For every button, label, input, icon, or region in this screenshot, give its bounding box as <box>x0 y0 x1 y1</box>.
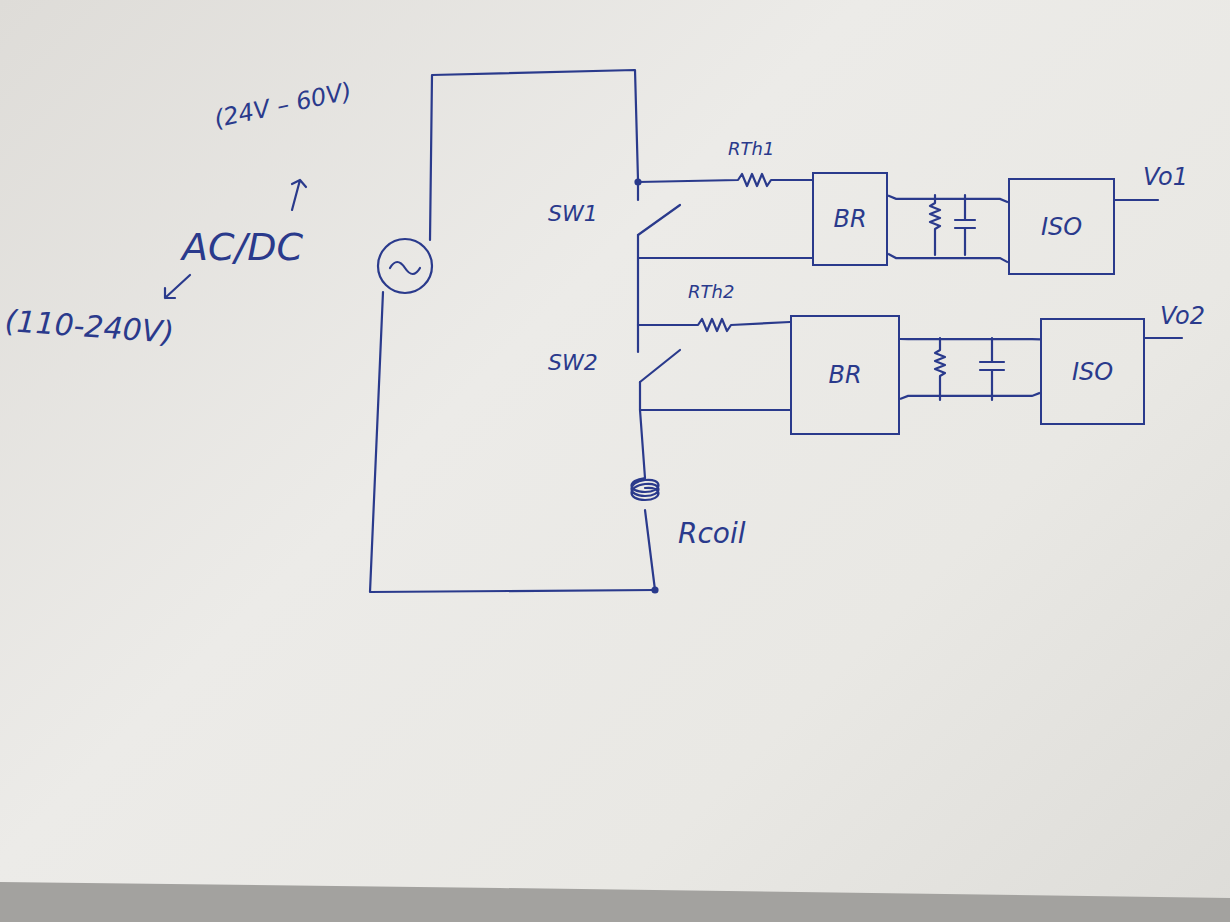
circuit-label: Vo1 <box>1143 165 1188 189</box>
page-shadow <box>0 882 1230 922</box>
circuit-label: (24V – 60V) <box>212 79 354 132</box>
wire-connector <box>900 393 1040 399</box>
output-wire <box>1145 337 1182 339</box>
switch-symbol <box>638 205 680 235</box>
bridge-rectifier-box: BR <box>812 172 888 266</box>
wire-connector <box>888 196 1008 203</box>
circuit-label: SW1 <box>548 203 598 225</box>
resistor-symbol <box>935 338 945 400</box>
wire-connector <box>888 254 1008 263</box>
wire <box>638 257 812 259</box>
circuit-label: (110-240V) <box>4 306 175 348</box>
wire <box>645 510 655 590</box>
sine-symbol <box>390 262 420 274</box>
capacitor-symbol <box>980 338 1004 400</box>
coil-symbol <box>632 478 659 500</box>
bridge-rectifier-box: BR <box>790 315 900 435</box>
ac-source-symbol <box>378 239 432 293</box>
wire <box>640 382 790 410</box>
isolator-box: ISO <box>1040 318 1145 425</box>
switch-wire <box>637 235 639 325</box>
output-wire <box>1115 199 1158 201</box>
resistor-symbol <box>638 174 812 186</box>
supply-wire <box>430 70 638 240</box>
wire <box>640 410 645 478</box>
circuit-label: RTh1 <box>728 140 774 158</box>
switch-wire <box>637 182 639 200</box>
capacitor-symbol <box>955 195 975 255</box>
pointer-arrow <box>165 275 190 298</box>
isolator-box: ISO <box>1008 178 1115 275</box>
return-wire <box>370 292 655 592</box>
switch-wire <box>637 325 639 352</box>
block-name: BR <box>828 361 861 389</box>
resistor-symbol <box>930 195 940 255</box>
circuit-label: SW2 <box>548 352 598 374</box>
circuit-label: AC/DC <box>182 228 303 266</box>
block-name: ISO <box>1041 213 1082 241</box>
block-name: ISO <box>1072 358 1113 386</box>
circuit-label: RTh2 <box>688 283 734 301</box>
resistor-symbol <box>638 319 790 331</box>
pointer-arrow <box>292 180 306 210</box>
wire-connector <box>900 339 1040 340</box>
circuit-label: Rcoil <box>678 520 746 548</box>
block-name: BR <box>833 205 866 233</box>
circuit-label: Vo2 <box>1160 304 1205 328</box>
switch-symbol <box>640 350 680 382</box>
